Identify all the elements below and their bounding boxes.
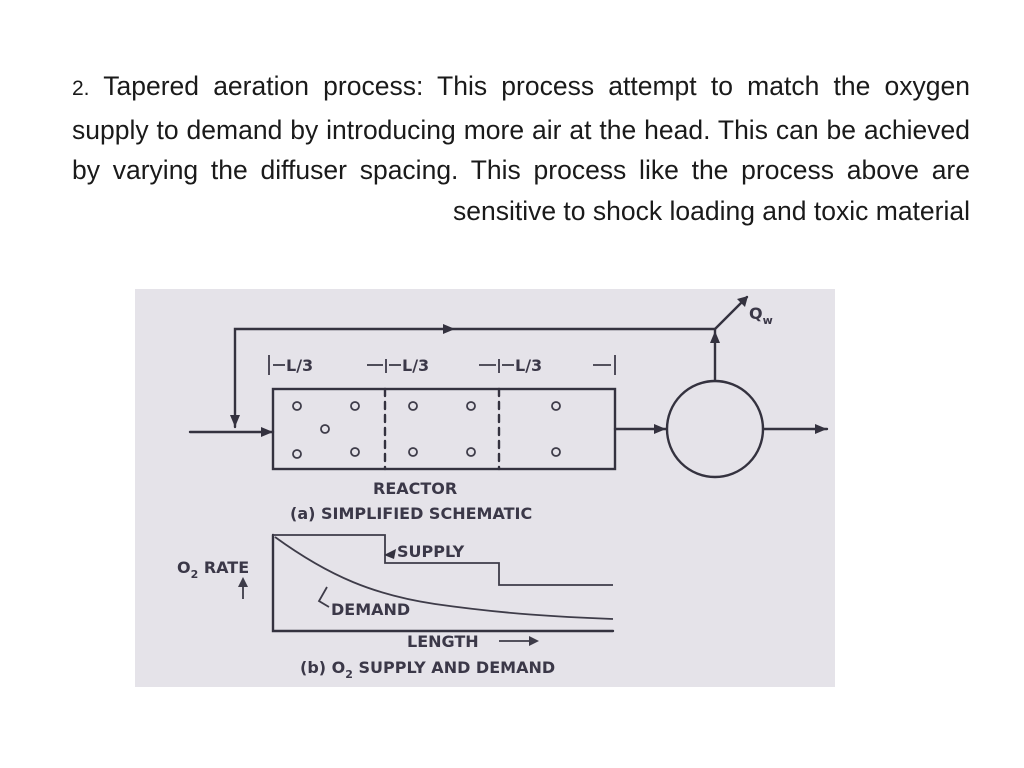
supply-label: SUPPLY <box>397 542 465 561</box>
reactor-tank <box>271 387 617 471</box>
xaxis-label: LENGTH <box>407 632 479 651</box>
demand-pointer <box>317 586 330 608</box>
recycle-arrow <box>443 324 455 334</box>
effluent-arrow <box>815 424 827 434</box>
influent-arrow <box>261 427 273 437</box>
diffusers <box>292 401 561 459</box>
supply-pointer <box>384 549 396 559</box>
outlet-arrow <box>654 424 666 434</box>
caption-a: (a) SIMPLIFIED SCHEMATIC <box>290 504 532 523</box>
item-number: 2. <box>72 77 90 100</box>
yaxis-label: O2 RATE <box>177 558 249 581</box>
figure-drawing: L/3 L/3 L/3 Qw REACTOR (a) SIMPLIFIED SC… <box>177 295 829 681</box>
demand-curve <box>274 536 614 620</box>
aeration-figure: L/3 L/3 L/3 Qw REACTOR (a) SIMPLIFIED SC… <box>135 289 835 687</box>
recycle-line <box>233 327 717 429</box>
reactor-label: REACTOR <box>373 479 457 498</box>
segment-label-3: L/3 <box>515 356 542 375</box>
clarifier <box>665 379 765 479</box>
segment-label-2: L/3 <box>402 356 429 375</box>
recycle-down-arrow <box>230 415 240 427</box>
paragraph-text: 2. Tapered aeration process: This proces… <box>72 66 970 231</box>
caption-b: (b) O2 SUPPLY AND DEMAND <box>300 658 555 681</box>
sludge-up-arrow <box>710 331 720 343</box>
yaxis-arrow-head <box>238 577 248 587</box>
segment-label-1: L/3 <box>286 356 313 375</box>
dimension-marks <box>268 355 616 375</box>
waste-arrow <box>737 296 748 307</box>
supply-demand-axes <box>271 533 615 633</box>
demand-label: DEMAND <box>331 600 410 619</box>
paragraph-body: Tapered aeration process: This process a… <box>72 71 970 226</box>
xaxis-arrow-head <box>529 636 539 646</box>
supply-curve <box>273 534 613 586</box>
flow-label: Qw <box>749 304 773 327</box>
